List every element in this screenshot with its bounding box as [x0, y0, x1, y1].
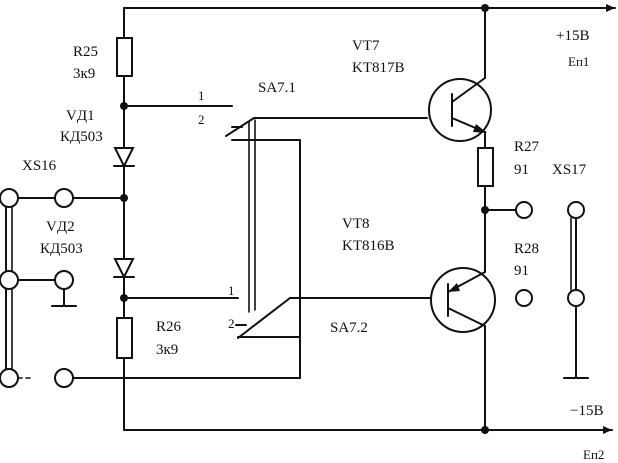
label-ep2: Еп2	[583, 447, 604, 462]
label-r28-name: R28	[514, 241, 539, 257]
label-r26-name: R26	[156, 319, 182, 335]
label-vt7-name: VT7	[352, 38, 380, 54]
label-vd1-type: КД503	[60, 129, 103, 145]
connector-xs16	[0, 188, 301, 388]
label-r25-value: 3к9	[73, 66, 95, 82]
label-ep1: Еп1	[568, 54, 589, 69]
switch-mechanical-link	[248, 119, 256, 313]
transistor-vt7	[428, 77, 492, 142]
label-r28-value: 91	[514, 263, 529, 279]
label-sa71: SA7.1	[258, 80, 296, 96]
resistor-r25	[116, 37, 133, 77]
label-minus15: −15B	[570, 403, 603, 419]
label-sa72-pos1: 1	[228, 283, 235, 298]
label-r26-value: 3к9	[156, 342, 178, 358]
switch-sa7-1	[123, 105, 428, 379]
diode-vd1	[113, 147, 135, 169]
resistor-r26	[116, 317, 133, 359]
label-plus15: +15B	[556, 28, 589, 44]
label-vd1-name: VД1	[66, 108, 95, 124]
label-sa72-pos2: 2	[228, 316, 235, 331]
label-r25-name: R25	[73, 44, 98, 60]
resistor-r27	[477, 147, 494, 187]
label-vd2-name: VД2	[46, 219, 75, 235]
bottom-supply-rail	[123, 426, 613, 434]
diode-vd2	[113, 258, 135, 280]
label-sa71-pos2: 2	[198, 112, 205, 127]
transistor-vt8	[430, 267, 496, 333]
label-r27-value: 91	[514, 162, 529, 178]
label-vd2-type: КД503	[40, 241, 83, 257]
connector-xs17	[484, 201, 589, 379]
label-vt7-type: KT817B	[352, 60, 405, 76]
label-vt8-name: VT8	[342, 216, 370, 232]
label-xs17: XS17	[552, 162, 587, 178]
top-supply-rail	[123, 4, 616, 12]
label-sa72: SA7.2	[330, 320, 368, 336]
label-r27-name: R27	[514, 139, 540, 155]
label-sa71-pos1: 1	[198, 88, 205, 103]
label-vt8-type: KT816B	[342, 238, 395, 254]
switch-sa7-2	[123, 297, 433, 339]
label-xs16: XS16	[22, 158, 57, 174]
